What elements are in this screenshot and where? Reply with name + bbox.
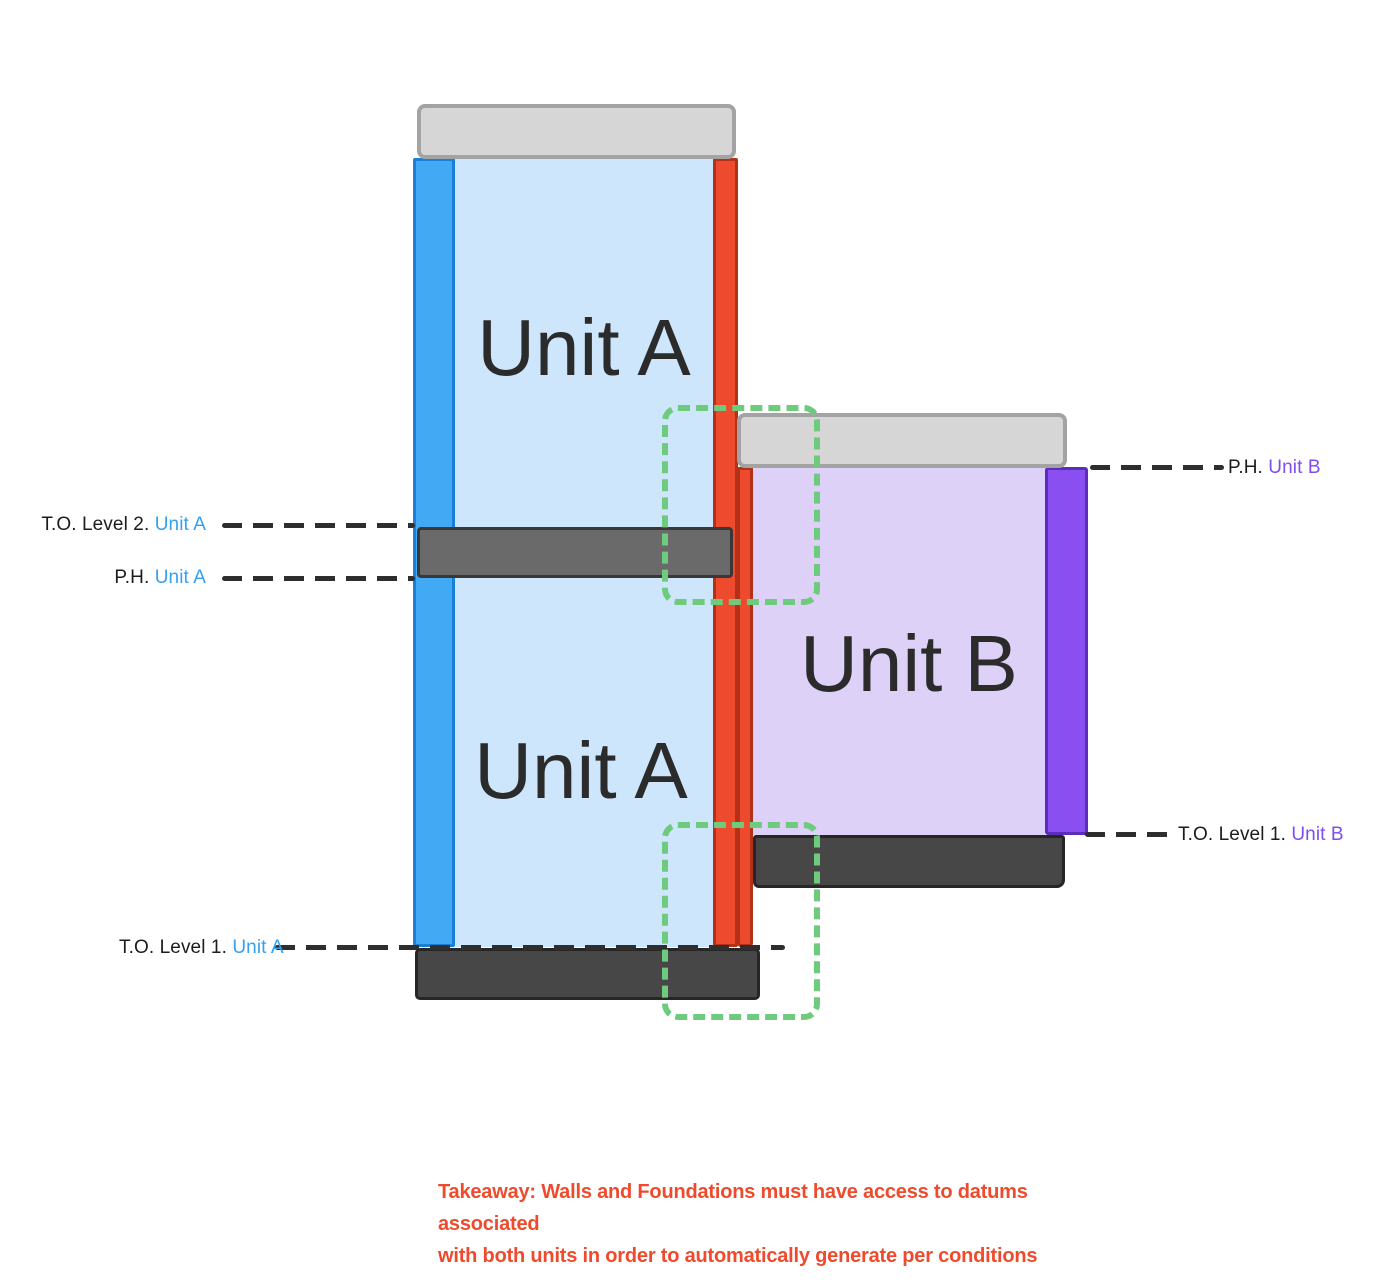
unit-b-roof-cap bbox=[737, 413, 1067, 468]
datum-label-ph-unit-a: P.H. Unit A bbox=[0, 567, 206, 589]
unit-a-reference: Unit A bbox=[154, 567, 206, 588]
unit-b-reference: Unit B bbox=[1268, 457, 1321, 478]
datum-label-prefix: P.H. bbox=[1228, 457, 1269, 478]
unit-a-reference: Unit A bbox=[232, 937, 284, 958]
datum-label-prefix: P.H. bbox=[114, 567, 155, 588]
datum-line-to-level-1-unit-a bbox=[275, 945, 785, 950]
unit-a-label-upper: Unit A bbox=[477, 303, 691, 392]
datum-line-ph-unit-a bbox=[222, 576, 415, 581]
unit-b-label: Unit B bbox=[800, 619, 1018, 708]
datum-label-prefix: T.O. Level 2. bbox=[41, 514, 155, 535]
datum-label-to-level-1-unit-a: T.O. Level 1. Unit A bbox=[119, 937, 369, 959]
unit-b-foundation bbox=[753, 835, 1065, 888]
datum-line-to-level-2-unit-a bbox=[222, 523, 415, 528]
datum-label-to-level-1-unit-b: T.O. Level 1. Unit B bbox=[1178, 824, 1344, 846]
datum-line-ph-unit-b bbox=[1090, 465, 1224, 470]
datum-line-to-level-1-unit-b bbox=[1085, 832, 1173, 837]
unit-b-reference: Unit B bbox=[1291, 824, 1344, 845]
datum-label-ph-unit-b: P.H. Unit B bbox=[1228, 457, 1321, 479]
unit-a-mid-floor-slab bbox=[417, 527, 733, 578]
takeaway-text: Takeaway: Walls and Foundations must hav… bbox=[438, 1176, 1078, 1272]
unit-b-right-wall bbox=[1045, 467, 1088, 835]
highlight-box-upper-intersection bbox=[662, 405, 820, 605]
takeaway-line-2: with both units in order to automaticall… bbox=[438, 1245, 1038, 1267]
highlight-box-lower-intersection bbox=[662, 822, 820, 1020]
unit-b-interior bbox=[753, 468, 1045, 835]
takeaway-line-1: Takeaway: Walls and Foundations must hav… bbox=[438, 1181, 1028, 1235]
datum-label-prefix: T.O. Level 1. bbox=[119, 937, 233, 958]
datum-label-to-level-2-unit-a: T.O. Level 2. Unit A bbox=[0, 514, 206, 536]
datum-label-prefix: T.O. Level 1. bbox=[1178, 824, 1292, 845]
unit-a-roof-cap bbox=[417, 104, 736, 159]
unit-a-reference: Unit A bbox=[154, 514, 206, 535]
unit-a-label-lower: Unit A bbox=[474, 726, 688, 815]
